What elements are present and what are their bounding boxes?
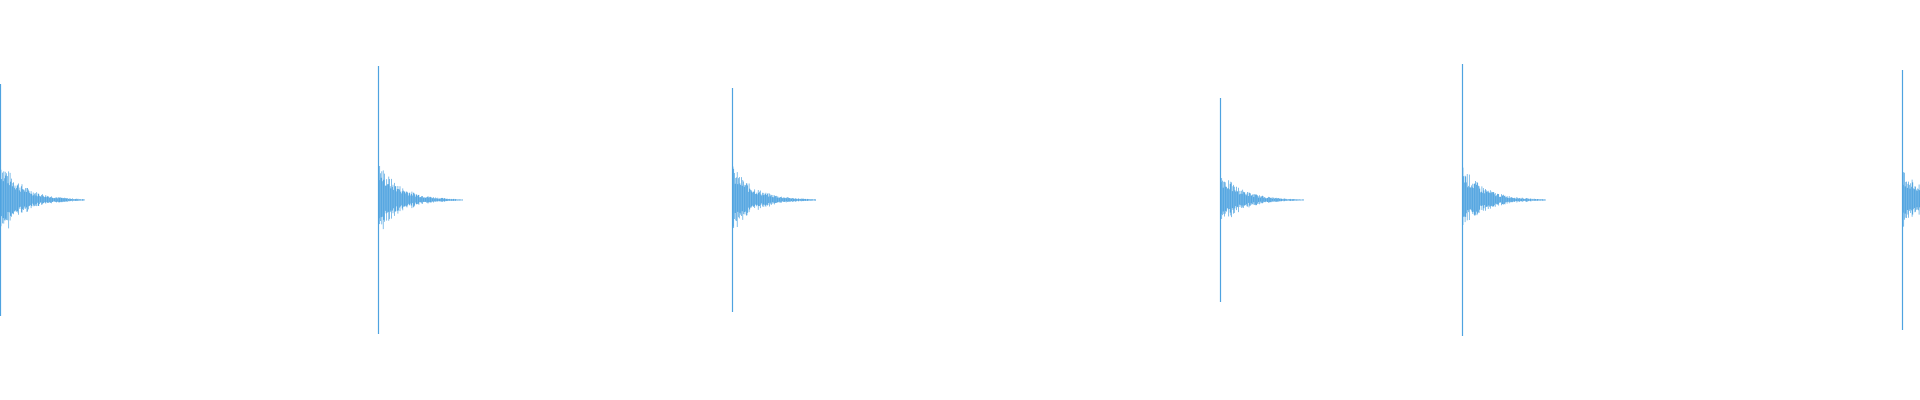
- transient-hit: [377, 66, 463, 334]
- transient-hit: [1461, 64, 1546, 336]
- transient-hit: [0, 84, 85, 316]
- transient-hit: [1901, 70, 1920, 330]
- transient-hit: [731, 88, 816, 312]
- transient-hit: [1219, 98, 1304, 302]
